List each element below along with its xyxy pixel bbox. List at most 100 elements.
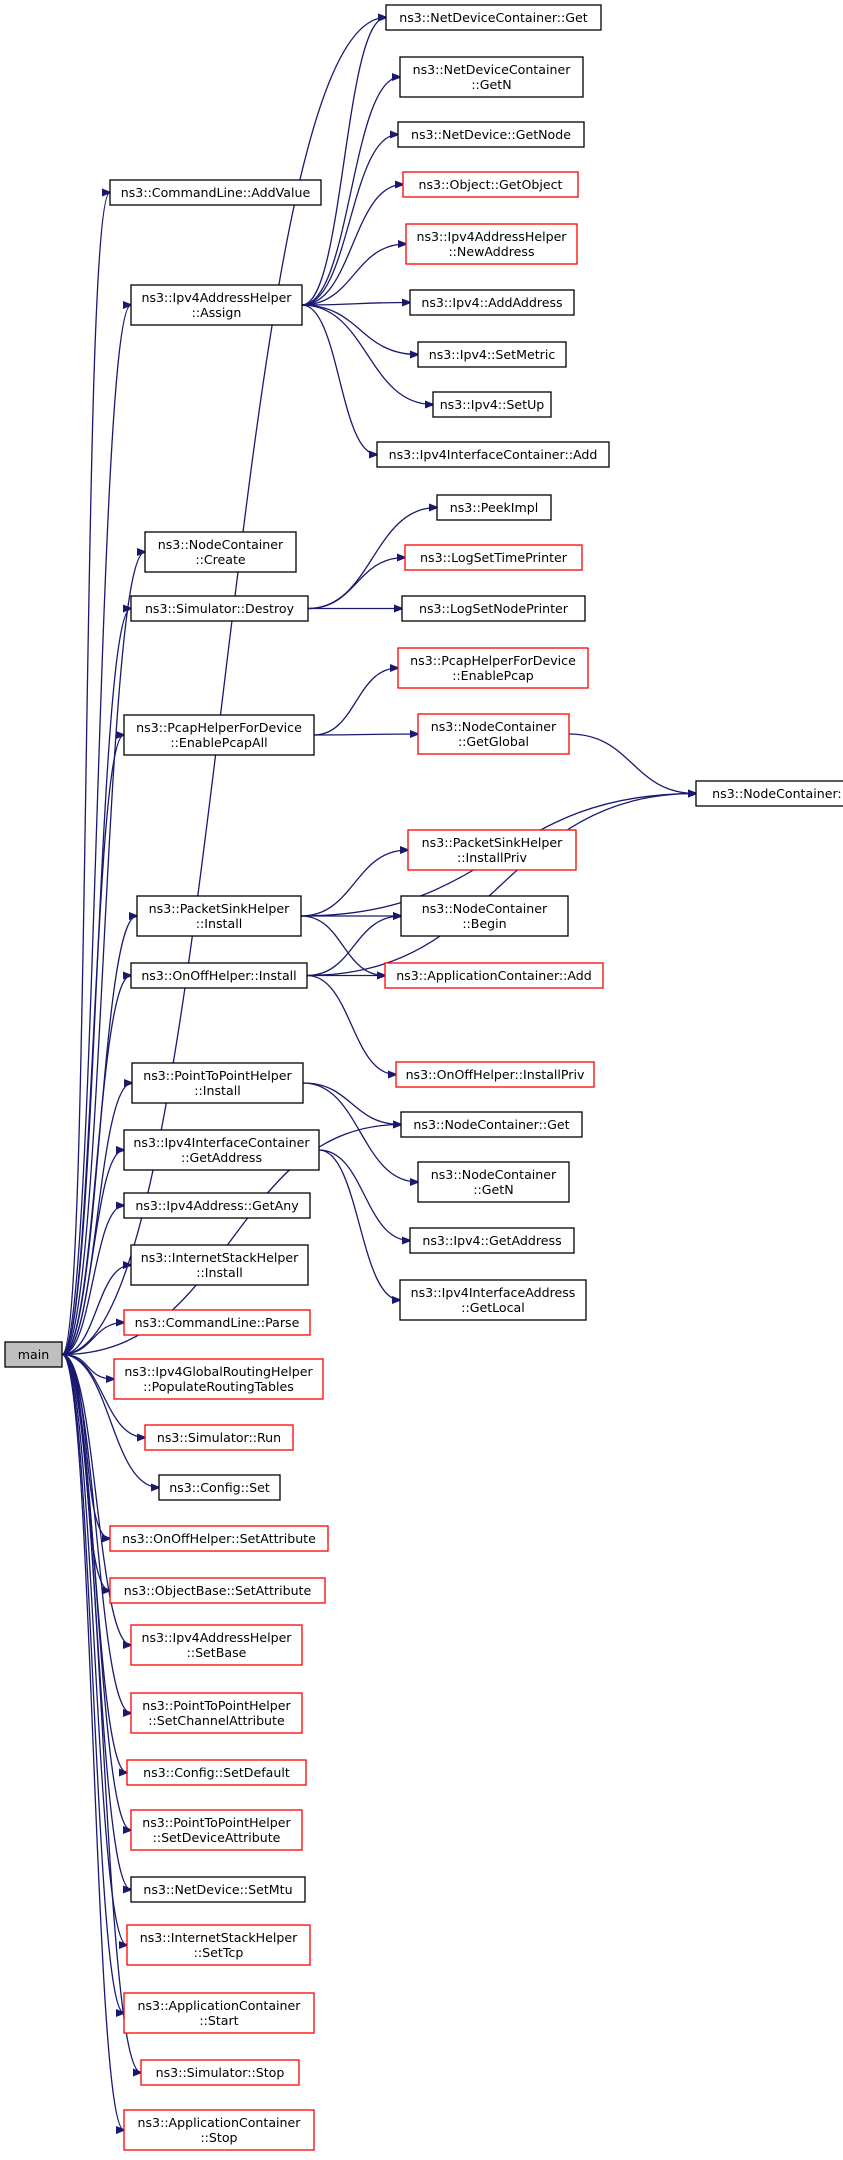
node-peekimpl[interactable]: ns3::PeekImpl xyxy=(436,494,552,521)
node-nd-setmtu[interactable]: ns3::NetDevice::SetMtu xyxy=(130,1876,306,1903)
node-nc-getglobal[interactable]: ns3::NodeContainer::GetGlobal xyxy=(417,713,570,755)
node-main: main xyxy=(4,1341,63,1368)
node-label: ::SetDeviceAttribute xyxy=(153,1830,281,1845)
node-label: ns3::LogSetNodePrinter xyxy=(419,601,569,616)
node-label: ns3::InternetStackHelper xyxy=(140,1930,298,1945)
node-ac-start[interactable]: ns3::ApplicationContainer::Start xyxy=(123,1992,315,2034)
node-nc-create[interactable]: ns3::NodeContainer::Create xyxy=(144,531,297,573)
node-sim-destroy[interactable]: ns3::Simulator::Destroy xyxy=(130,595,309,622)
node-phfd-enablepcap[interactable]: ns3::PcapHelperForDevice::EnablePcap xyxy=(397,647,589,689)
node-label: ns3::Ipv4::GetAddress xyxy=(422,1233,561,1248)
node-box xyxy=(400,1111,583,1138)
node-box xyxy=(695,780,843,807)
node-ipv4-getaddress[interactable]: ns3::Ipv4::GetAddress xyxy=(409,1227,575,1254)
node-label: ns3::LogSetTimePrinter xyxy=(420,550,568,565)
node-label: ns3::PeekImpl xyxy=(450,500,538,515)
node-ipv4grh-populate[interactable]: ns3::Ipv4GlobalRoutingHelper::PopulateRo… xyxy=(113,1358,324,1400)
node-p2p-install[interactable]: ns3::PointToPointHelper::Install xyxy=(131,1062,304,1104)
edge-main-to-ipv4ah-assign xyxy=(61,305,131,1356)
node-ooh-install[interactable]: ns3::OnOffHelper::Install xyxy=(130,962,308,989)
node-ooh-setattribute[interactable]: ns3::OnOffHelper::SetAttribute xyxy=(109,1525,329,1552)
node-nc-get[interactable]: ns3::NodeContainer::Get xyxy=(400,1111,583,1138)
node-ipv4ah-assign[interactable]: ns3::Ipv4AddressHelper::Assign xyxy=(130,284,303,326)
node-ipv4ic-getaddress[interactable]: ns3::Ipv4InterfaceContainer::GetAddress xyxy=(123,1129,320,1171)
node-ish-install[interactable]: ns3::InternetStackHelper::Install xyxy=(130,1244,309,1286)
node-ipv4-setmetric[interactable]: ns3::Ipv4::SetMetric xyxy=(417,341,567,368)
node-label: ns3::NetDeviceContainer xyxy=(413,62,572,77)
edge-main-to-p2p-setchannelattr xyxy=(61,1353,131,1714)
node-config-setdefault[interactable]: ns3::Config::SetDefault xyxy=(126,1759,307,1786)
node-ipv4ic-add[interactable]: ns3::Ipv4InterfaceContainer::Add xyxy=(376,441,610,468)
edge-p2p-install-to-nc-getn xyxy=(302,1082,418,1182)
node-obj-getobject[interactable]: ns3::Object::GetObject xyxy=(402,171,579,198)
node-cl-addvalue[interactable]: ns3::CommandLine::AddValue xyxy=(109,179,322,206)
node-box xyxy=(130,1624,303,1666)
node-box xyxy=(130,1809,303,1851)
node-config-set[interactable]: ns3::Config::Set xyxy=(158,1474,281,1501)
node-ipv4ah-setbase[interactable]: ns3::Ipv4AddressHelper::SetBase xyxy=(130,1624,303,1666)
node-box xyxy=(144,531,297,573)
node-box xyxy=(123,2109,315,2151)
node-box xyxy=(126,1759,307,1786)
edge-main-to-ndc-get xyxy=(61,18,386,1356)
call-edges xyxy=(61,18,696,2131)
node-logsetnodeprinter[interactable]: ns3::LogSetNodePrinter xyxy=(401,595,586,622)
node-label: ns3::PointToPointHelper xyxy=(142,1815,291,1830)
node-ndc-getn[interactable]: ns3::NetDeviceContainer::GetN xyxy=(399,56,584,98)
node-ipv4addr-getany[interactable]: ns3::Ipv4Address::GetAny xyxy=(123,1192,311,1219)
node-label: ns3::Ipv4InterfaceContainer::Add xyxy=(389,447,598,462)
node-ooh-installpriv[interactable]: ns3::OnOffHelper::InstallPriv xyxy=(395,1061,595,1088)
node-ipv4ia-getlocal[interactable]: ns3::Ipv4InterfaceAddress::GetLocal xyxy=(399,1279,587,1321)
edge-phfd-enablepcapall-to-phfd-enablepcap xyxy=(313,668,398,736)
node-psh-installpriv[interactable]: ns3::PacketSinkHelper::InstallPriv xyxy=(407,829,577,871)
node-box xyxy=(407,829,577,871)
node-nc-getn[interactable]: ns3::NodeContainer::GetN xyxy=(417,1161,570,1203)
node-p2p-setchannelattr[interactable]: ns3::PointToPointHelper::SetChannelAttri… xyxy=(130,1692,303,1734)
node-phfd-enablepcapall[interactable]: ns3::PcapHelperForDevice::EnablePcapAll xyxy=(123,714,315,756)
node-label: ns3::NetDevice::SetMtu xyxy=(143,1882,292,1897)
node-label: ::InstallPriv xyxy=(457,850,527,865)
node-psh-install[interactable]: ns3::PacketSinkHelper::Install xyxy=(136,895,302,937)
node-sim-run[interactable]: ns3::Simulator::Run xyxy=(144,1424,294,1451)
node-logsettimeprinter[interactable]: ns3::LogSetTimePrinter xyxy=(404,544,583,571)
node-label: ns3::OnOffHelper::InstallPriv xyxy=(406,1067,585,1082)
node-label: ns3::Config::SetDefault xyxy=(143,1765,290,1780)
node-label: ::Install xyxy=(194,1083,240,1098)
node-ac-add[interactable]: ns3::ApplicationContainer::Add xyxy=(384,962,604,989)
edge-ipv4ah-assign-to-ipv4-setmetric xyxy=(301,304,418,355)
node-box xyxy=(130,595,309,622)
node-ipv4ah-newaddress[interactable]: ns3::Ipv4AddressHelper::NewAddress xyxy=(405,223,578,265)
node-ac-stop[interactable]: ns3::ApplicationContainer::Stop xyxy=(123,2109,315,2151)
node-label: ::EnablePcap xyxy=(452,668,534,683)
node-label: ns3::NodeContainer xyxy=(431,1167,557,1182)
node-label: ns3::CommandLine::Parse xyxy=(135,1315,300,1330)
node-nd-getnode[interactable]: ns3::NetDevice::GetNode xyxy=(397,121,585,148)
node-sim-stop[interactable]: ns3::Simulator::Stop xyxy=(140,2059,300,2086)
node-ob-setattribute[interactable]: ns3::ObjectBase::SetAttribute xyxy=(109,1577,326,1604)
edge-main-to-phfd-enablepcapall xyxy=(61,735,124,1356)
node-ipv4-setup[interactable]: ns3::Ipv4::SetUp xyxy=(432,391,552,418)
node-box xyxy=(4,1341,63,1368)
edge-ipv4ah-assign-to-ipv4ah-newaddress xyxy=(301,244,406,306)
node-box xyxy=(436,494,552,521)
node-box xyxy=(404,544,583,571)
node-box xyxy=(109,179,322,206)
node-label: ::Stop xyxy=(200,2130,237,2145)
node-box xyxy=(136,895,302,937)
node-label: ns3::Ipv4InterfaceAddress xyxy=(411,1285,576,1300)
node-box xyxy=(385,4,602,31)
node-cl-parse[interactable]: ns3::CommandLine::Parse xyxy=(123,1309,311,1336)
node-p2p-setdeviceattr[interactable]: ns3::PointToPointHelper::SetDeviceAttrib… xyxy=(130,1809,303,1851)
node-ish-settcp[interactable]: ns3::InternetStackHelper::SetTcp xyxy=(126,1924,311,1966)
edge-ooh-install-to-ooh-installpriv xyxy=(306,974,396,1075)
node-nc-begin[interactable]: ns3::NodeContainer::Begin xyxy=(400,895,569,937)
node-label: ::GetN xyxy=(473,1182,513,1197)
node-ndc-get[interactable]: ns3::NetDeviceContainer::Get xyxy=(385,4,602,31)
node-nc-end[interactable]: ns3::NodeContainer::End xyxy=(695,780,843,807)
node-label: ns3::Ipv4::SetMetric xyxy=(429,347,556,362)
edge-sim-destroy-to-logsettimeprinter xyxy=(307,558,405,610)
node-box xyxy=(158,1474,281,1501)
node-ipv4-addaddress[interactable]: ns3::Ipv4::AddAddress xyxy=(409,289,575,316)
edge-main-to-ooh-install xyxy=(61,976,131,1356)
